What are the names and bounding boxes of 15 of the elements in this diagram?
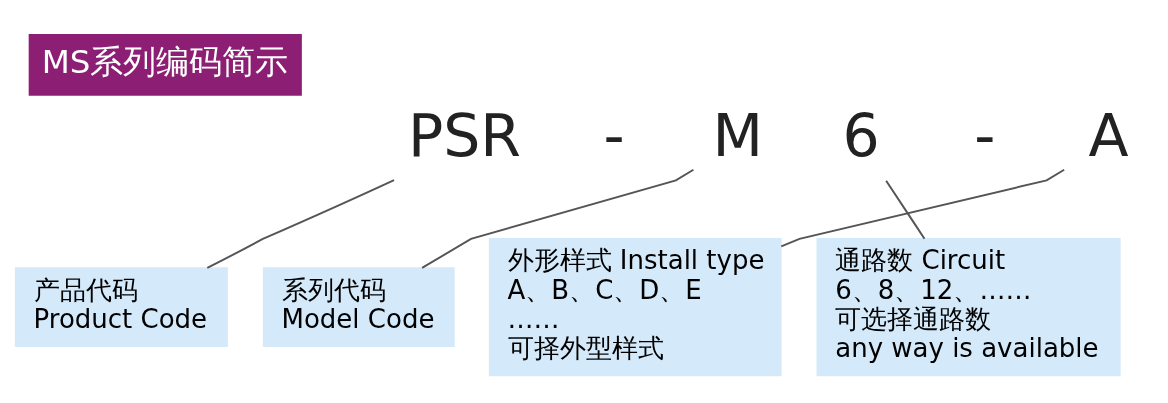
node-box: 产品代码 Product Code (14, 267, 228, 348)
connector (780, 168, 1066, 248)
node-box: 外形样式 Install type A、B、C、D、E …… 可择外型样式 (488, 238, 782, 377)
node-box: 通路数 Circuit 6、8、12、…… 可选择通路数 any way is available (816, 238, 1121, 377)
node-text: PSR (407, 101, 522, 170)
connector (206, 179, 396, 269)
label: - (974, 101, 996, 170)
label: - (603, 101, 625, 170)
diagram-title: MS系列编码简示 (41, 43, 289, 82)
connector (421, 168, 695, 269)
node-text: 6 (842, 101, 880, 170)
node-text: M (712, 101, 763, 170)
node-box: 系列代码 Model Code (262, 267, 455, 348)
node-text: A (1088, 101, 1129, 170)
connector (885, 179, 926, 240)
